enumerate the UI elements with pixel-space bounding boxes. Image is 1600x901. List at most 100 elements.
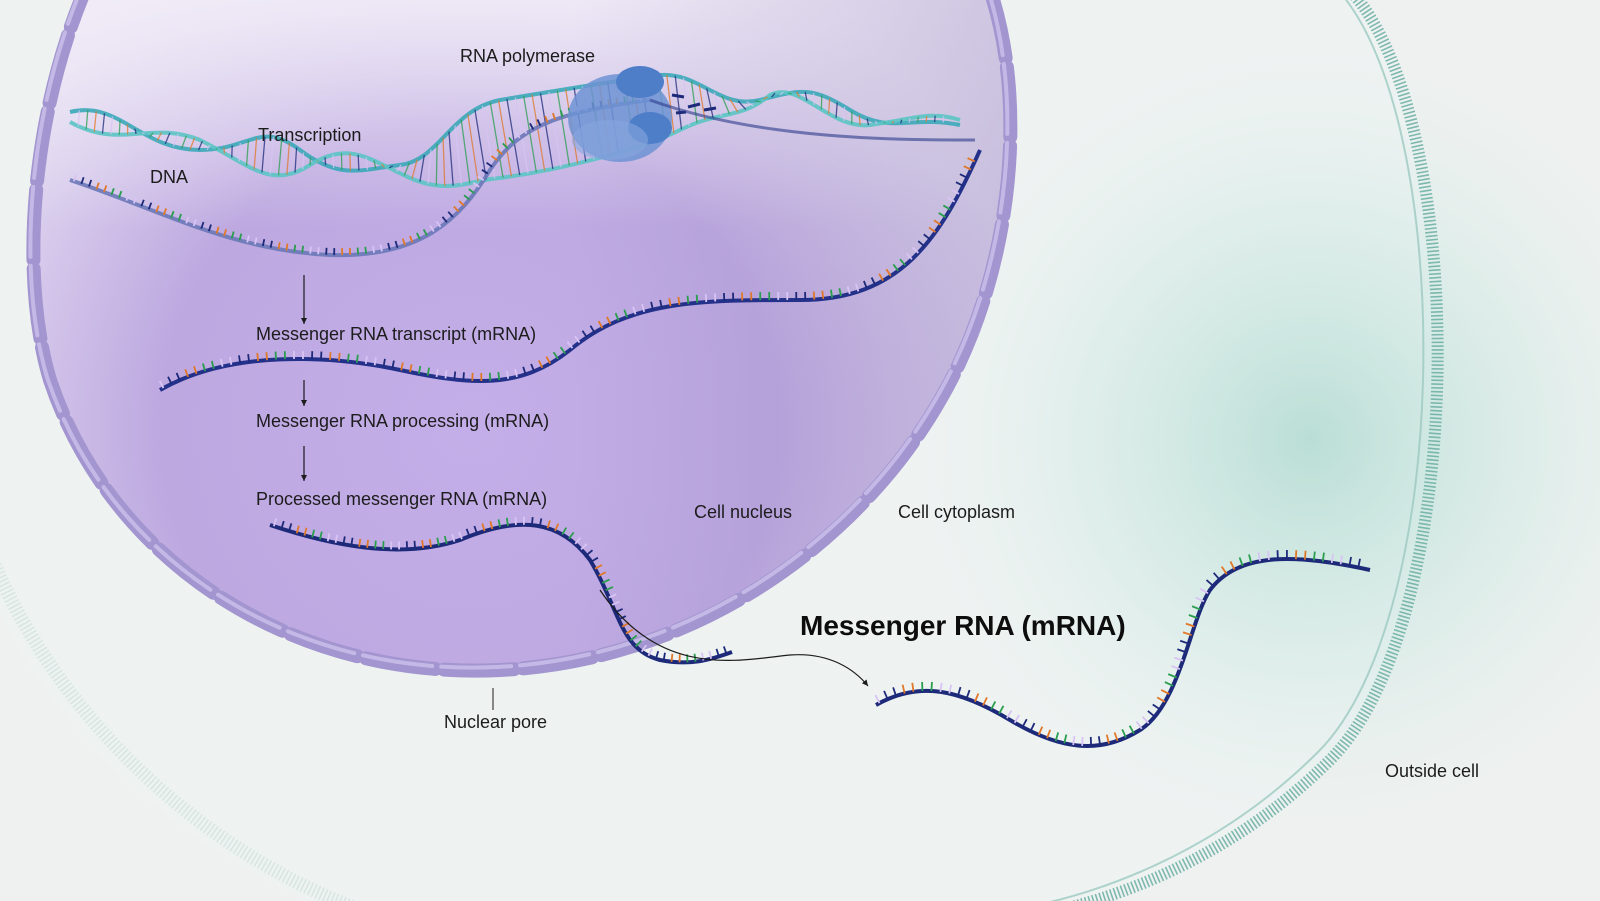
base-tick — [838, 288, 842, 297]
base-tick — [167, 376, 173, 385]
base-tick — [947, 197, 956, 203]
base-tick — [272, 518, 278, 527]
base-pair — [682, 77, 690, 126]
base-tick — [942, 204, 951, 211]
base-tick — [301, 245, 304, 253]
label-rna-polymerase: RNA polymerase — [460, 46, 596, 66]
template-strand-tail — [649, 98, 976, 142]
base-tick — [436, 537, 440, 546]
base-tick — [364, 246, 367, 254]
base-tick — [208, 224, 212, 232]
base-pair — [891, 120, 895, 124]
base-tick — [647, 648, 653, 657]
base-tick — [812, 291, 816, 300]
base-tick — [472, 182, 480, 188]
base-tick — [677, 296, 681, 305]
base-pair — [294, 147, 298, 173]
base-tick — [522, 366, 527, 375]
base-tick — [110, 187, 115, 196]
base-pair — [523, 95, 537, 173]
base-tick — [1267, 550, 1270, 561]
base-pair — [729, 98, 739, 113]
base-pair — [396, 164, 402, 173]
base-tick — [634, 640, 642, 648]
base-tick — [80, 176, 85, 185]
base-tick — [686, 295, 690, 304]
base-tick — [955, 181, 964, 187]
base-pair — [804, 91, 808, 101]
base-tick — [598, 571, 607, 577]
base-pair — [286, 142, 291, 175]
base-tick — [175, 372, 181, 381]
base-tick — [326, 533, 331, 542]
base-tick — [453, 205, 460, 213]
base-pair — [934, 115, 936, 123]
base-pair — [835, 102, 838, 118]
base-pair — [245, 140, 250, 166]
base-pair — [349, 153, 352, 171]
base-tick — [1177, 648, 1187, 653]
base-pair — [253, 137, 258, 170]
base-tick — [277, 242, 281, 250]
base-tick — [373, 357, 377, 366]
base-tick — [155, 205, 160, 213]
base-tick — [568, 531, 575, 540]
base-tick — [413, 540, 417, 549]
base-tick — [1167, 673, 1177, 679]
base-tick — [1330, 553, 1334, 563]
base-tick — [590, 556, 599, 563]
base-tick — [715, 648, 720, 657]
cytoplasm-mrna-bases — [874, 549, 1361, 746]
base-tick — [537, 360, 544, 369]
base-pair — [796, 91, 801, 98]
base-tick — [132, 196, 138, 204]
base-tick — [215, 226, 220, 234]
base-tick — [447, 211, 454, 218]
base-tick — [347, 353, 350, 362]
base-pair — [181, 135, 188, 149]
base-pair — [690, 80, 698, 123]
base-tick — [1152, 703, 1161, 711]
base-tick — [659, 299, 663, 308]
base-tick — [246, 235, 250, 243]
base-tick — [1160, 689, 1170, 695]
base-tick — [444, 370, 448, 379]
base-pair — [388, 165, 393, 169]
base-pair — [101, 113, 106, 134]
base-tick — [911, 246, 919, 254]
base-pair — [134, 128, 137, 135]
base-pair — [419, 154, 425, 182]
base-pair — [302, 152, 305, 170]
base-tick — [589, 325, 596, 334]
base-pair — [539, 93, 554, 170]
base-tick — [597, 320, 604, 329]
base-tick — [477, 175, 485, 181]
base-pair — [238, 142, 241, 162]
base-tick — [1072, 735, 1076, 746]
process-arrows — [301, 275, 869, 710]
base-tick — [551, 112, 557, 120]
base-tick — [1113, 732, 1119, 742]
base-tick — [928, 226, 937, 233]
mrna-transcript-strand — [159, 149, 982, 392]
base-pair — [908, 118, 911, 123]
base-tick — [1054, 732, 1060, 742]
base-tick — [366, 539, 369, 548]
base-tick — [358, 538, 362, 547]
label-cell-nucleus: Cell nucleus — [694, 502, 793, 522]
base-tick — [1121, 728, 1127, 738]
base-tick — [497, 371, 501, 381]
base-tick — [387, 242, 391, 250]
processed-mrna-strand — [269, 522, 733, 665]
base-tick — [722, 646, 728, 655]
base-tick — [295, 525, 300, 534]
base-tick — [641, 303, 646, 313]
base-pair — [917, 116, 920, 123]
base-tick — [1174, 656, 1184, 662]
base-tick — [489, 521, 494, 530]
base-pair — [874, 120, 878, 125]
base-tick — [821, 290, 825, 299]
base-tick — [930, 681, 933, 692]
base-tick — [288, 523, 293, 532]
base-tick — [465, 528, 471, 537]
